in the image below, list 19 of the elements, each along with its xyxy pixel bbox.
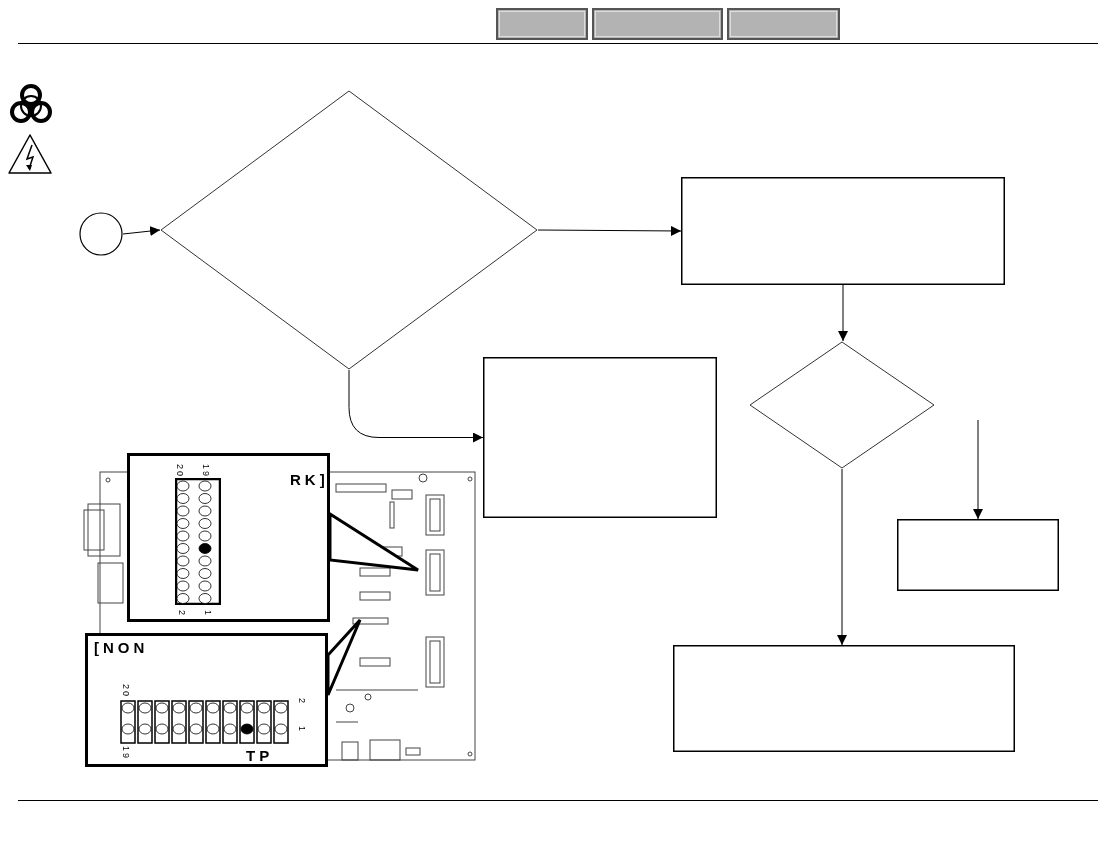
pin-number: 20 <box>175 464 184 478</box>
arrow <box>837 468 847 646</box>
pin-number: 20 <box>121 684 130 698</box>
callout-label: RK] <box>290 472 329 487</box>
callout-label: [NON <box>94 640 149 655</box>
arrow <box>973 419 983 520</box>
callout-box <box>85 633 328 767</box>
pin-number: 1 <box>297 726 306 733</box>
pin-number: 19 <box>121 746 130 760</box>
pin-number: 1 <box>203 610 212 617</box>
arrow <box>348 369 484 443</box>
arrow <box>537 225 682 236</box>
pin-number: 2 <box>297 698 306 705</box>
arrow <box>122 226 161 237</box>
pin-number: 19 <box>201 464 210 478</box>
arrow <box>838 284 848 342</box>
callout-label: TP <box>246 748 274 763</box>
pin-number: 2 <box>177 610 186 617</box>
callout-box <box>127 453 330 622</box>
